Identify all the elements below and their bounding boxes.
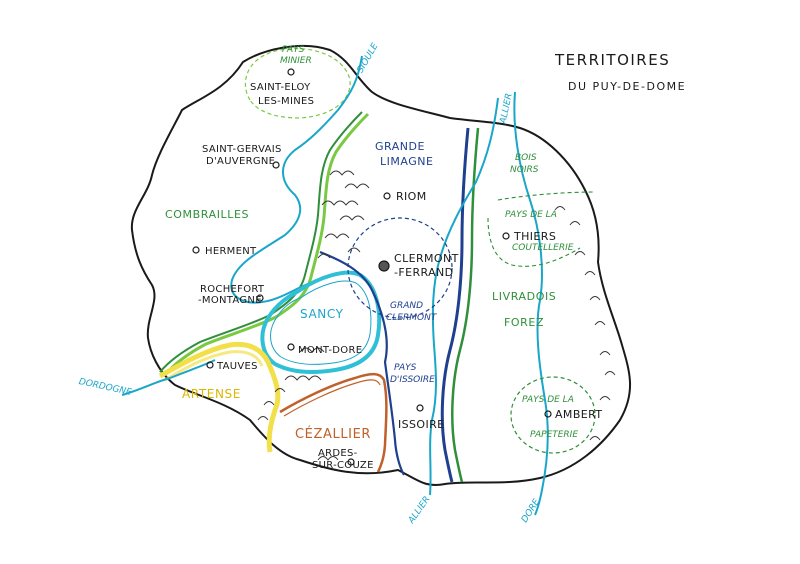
- territory-cezallier: CÉZALLIER: [295, 426, 371, 442]
- town-label-saint-gervais-1: SAINT-GERVAIS: [202, 144, 282, 155]
- pays-minier-boundary: [244, 48, 351, 119]
- town-dot-saint-eloy: [287, 68, 295, 76]
- town-dot-issoire: [416, 404, 424, 412]
- river-label-dore: DORE: [520, 497, 542, 525]
- map-title-line1: TERRITOIRES: [554, 51, 670, 69]
- town-dot-ambert: [544, 410, 552, 418]
- chaine-des-puys-lightgreen-line: [164, 112, 370, 375]
- town-label-herment: HERMENT: [205, 246, 257, 257]
- allier-blue-left: [440, 127, 470, 483]
- territory-pays-thiers-1: PAYS DE LA: [505, 210, 557, 220]
- territory-pays-ambert-2: PAPETERIE: [530, 430, 578, 440]
- town-label-rochefort-1: ROCHEFORT: [200, 284, 265, 295]
- town-dot-mont-dore: [287, 343, 295, 351]
- department-outline: [130, 44, 631, 486]
- town-dot-thiers: [502, 232, 510, 240]
- territory-grand-clermont-1: GRAND: [390, 301, 423, 311]
- allier-green-right: [451, 127, 480, 483]
- town-dot-tauves: [206, 361, 214, 369]
- territory-bois-noirs-2: NOIRS: [510, 165, 539, 175]
- territory-pays-issoire-1: PAYS: [394, 363, 417, 373]
- territory-pays-ambert-1: PAYS DE LA: [522, 395, 574, 405]
- river-label-allier-top: ALLIER: [498, 92, 514, 125]
- mountain-glyphs: [257, 170, 616, 461]
- dore-river: [513, 91, 549, 516]
- map-title-line2: DU PUY-DE-DOME: [568, 80, 686, 93]
- artense-boundary: [158, 341, 281, 453]
- sioule-river: [230, 55, 363, 304]
- town-dot-clermont: [378, 260, 390, 272]
- town-label-saint-eloy-1: SAINT-ELOY: [250, 82, 311, 93]
- town-dot-saint-gervais: [272, 161, 280, 169]
- town-label-mont-dore: MONT-DORE: [298, 345, 362, 356]
- town-label-issoire: ISSOIRE: [398, 418, 445, 431]
- grande-limagne-west-boundary: [319, 250, 405, 476]
- river-label-allier-bottom: ALLIER: [406, 495, 432, 527]
- town-dot-riom: [383, 192, 391, 200]
- artense-inner: [164, 350, 264, 382]
- territory-pays-issoire-2: D'ISSOIRE: [390, 375, 435, 385]
- town-label-saint-gervais-2: D'AUVERGNE: [206, 156, 275, 167]
- territory-livradois-forez-1: LIVRADOIS: [492, 290, 556, 303]
- river-label-dordogne: DORDOGNE: [78, 377, 133, 398]
- territory-livradois-forez-2: FOREZ: [504, 316, 544, 329]
- thiers-boundary: [487, 217, 581, 267]
- territory-pays-minier-1: PAYS: [282, 45, 305, 55]
- territory-pays-minier-2: MINIER: [280, 56, 312, 66]
- chaine-des-puys-green-line: [159, 111, 363, 373]
- territory-grande-limagne-1: GRANDE: [375, 140, 425, 153]
- town-dot-rochefort: [256, 294, 264, 302]
- grand-clermont-boundary: [347, 217, 453, 319]
- town-label-ardes-1: ARDES-: [318, 448, 358, 459]
- pays-ambert-boundary: [510, 376, 596, 454]
- town-label-riom: RIOM: [396, 190, 427, 203]
- river-label-sioule: SIOULE: [356, 42, 381, 76]
- dordogne-river: [121, 359, 216, 396]
- territory-artense: ARTENSE: [182, 387, 241, 401]
- territory-bois-noirs-1: BOIS: [515, 153, 537, 163]
- sancy-inner-boundary: [269, 280, 372, 365]
- town-label-clermont-2: -FERRAND: [394, 266, 454, 279]
- cezallier-boundary: [279, 372, 388, 473]
- town-label-thiers: THIERS: [513, 230, 556, 243]
- town-dot-herment: [192, 246, 200, 254]
- town-markers: [192, 68, 552, 466]
- territory-sancy: SANCY: [300, 307, 344, 321]
- town-label-ambert: AMBERT: [555, 408, 602, 421]
- town-label-clermont-1: CLERMONT: [394, 252, 459, 265]
- territory-pays-thiers-2: COUTELLERIE: [512, 243, 574, 253]
- town-label-tauves: TAUVES: [216, 361, 258, 372]
- town-label-rochefort-2: -MONTAGNE: [198, 295, 262, 306]
- territory-combrailles: COMBRAILLES: [165, 208, 249, 221]
- territory-grand-clermont-2: CLERMONT: [386, 313, 438, 323]
- town-dot-ardes: [347, 458, 355, 466]
- town-label-saint-eloy-2: LES-MINES: [258, 96, 314, 107]
- cezallier-boundary-2: [283, 379, 381, 417]
- allier-river: [429, 97, 499, 496]
- bois-noirs-boundary: [497, 191, 596, 201]
- town-label-ardes-2: SUR-COUZE: [312, 460, 374, 471]
- territory-grande-limagne-2: LIMAGNE: [380, 155, 433, 168]
